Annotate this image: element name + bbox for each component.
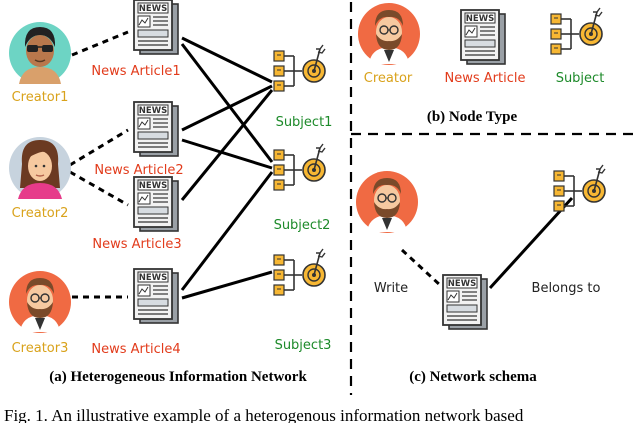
subject3-target-icon xyxy=(273,248,326,296)
schema-edge-belongs xyxy=(488,196,574,290)
edge-article2-subject2 xyxy=(181,138,273,170)
schema-write-label: Write xyxy=(374,281,408,296)
schema-subject-icon xyxy=(553,164,606,212)
edge-article1-subject1 xyxy=(181,36,273,84)
edge-creator2-article2 xyxy=(69,128,129,167)
article1-newspaper-icon xyxy=(133,0,179,55)
creator2-avatar-icon xyxy=(8,136,72,200)
panel-a-edges xyxy=(69,30,274,300)
node-type-subject-label: Subject xyxy=(556,71,605,86)
schema-creator-icon xyxy=(355,170,419,234)
edge-article2-subject1 xyxy=(181,84,273,132)
creator1-node: Creator1 xyxy=(8,21,72,105)
panel-a-caption: (a) Heterogeneous Information Network xyxy=(49,369,307,385)
edge-article4-subject3 xyxy=(181,270,273,300)
article2-newspaper-icon xyxy=(133,101,179,157)
creator2-node: Creator2 xyxy=(8,136,72,221)
edge-creator2-article3 xyxy=(69,170,129,207)
panel-b-article: News Article xyxy=(445,9,526,86)
node-type-creator-label: Creator xyxy=(364,71,413,86)
edge-article3-subject1 xyxy=(180,89,274,201)
subject2-label: Subject2 xyxy=(274,218,331,233)
node-type-creator-icon xyxy=(357,2,421,66)
article1-label: News Article1 xyxy=(91,64,180,79)
subject3-label: Subject3 xyxy=(275,338,332,353)
node-type-subject-icon xyxy=(550,7,603,55)
panel-b-caption: (b) Node Type xyxy=(427,109,518,125)
node-type-article-label: News Article xyxy=(445,71,526,86)
article1-node: News Article1 xyxy=(91,0,181,79)
creator1-avatar-icon xyxy=(8,21,72,85)
article3-label: News Article3 xyxy=(92,237,181,252)
panel-b-creator: Creator xyxy=(357,2,421,86)
schema-edge-write xyxy=(400,248,442,287)
subject1-node: Subject1 xyxy=(273,44,333,130)
subject3-node: Subject3 xyxy=(273,248,332,353)
article4-node: News Article4 xyxy=(91,268,181,357)
creator3-label: Creator3 xyxy=(12,341,69,356)
edge-article1-subject2 xyxy=(180,43,274,163)
creator3-node: Creator3 xyxy=(8,270,72,356)
edge-creator1-article1 xyxy=(71,30,129,57)
panel-c-caption: (c) Network schema xyxy=(409,369,537,385)
creator2-label: Creator2 xyxy=(12,206,69,221)
article2-label: News Article2 xyxy=(94,163,183,178)
creator1-label: Creator1 xyxy=(12,90,69,105)
article4-newspaper-icon xyxy=(133,268,179,324)
subject2-target-icon xyxy=(273,143,326,191)
article4-label: News Article4 xyxy=(91,342,180,357)
schema-belongs-label: Belongs to xyxy=(532,281,601,296)
creator3-avatar-icon xyxy=(8,270,72,334)
subject1-target-icon xyxy=(273,44,326,92)
article3-newspaper-icon xyxy=(133,176,179,232)
subject2-node: Subject2 xyxy=(273,143,331,233)
subject1-label: Subject1 xyxy=(276,115,333,130)
panel-b-subject: Subject xyxy=(550,7,605,86)
article2-node: News Article2 xyxy=(94,101,184,178)
edge-article4-subject2 xyxy=(180,171,274,291)
node-type-article-icon xyxy=(460,9,506,65)
article3-node: News Article3 xyxy=(92,176,182,252)
schema-article-icon xyxy=(442,274,488,330)
figure-caption: Fig. 1. An illustrative example of a het… xyxy=(4,406,524,423)
